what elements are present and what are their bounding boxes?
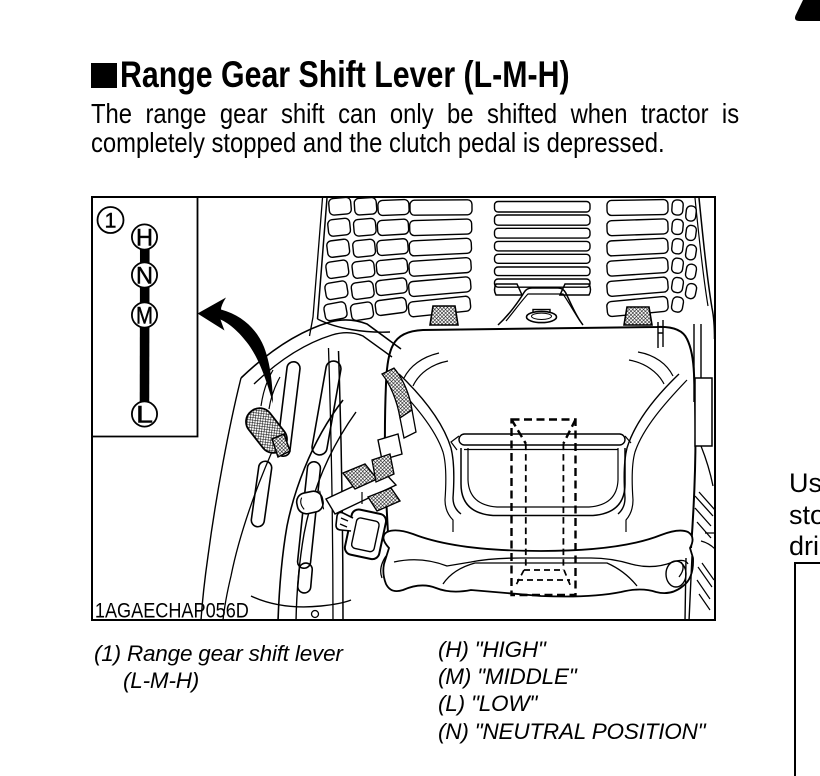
svg-text:M: M: [136, 302, 153, 329]
svg-text:1AGAECHAP056D: 1AGAECHAP056D: [95, 600, 249, 622]
svg-text:L: L: [136, 401, 153, 428]
svg-text:H: H: [136, 224, 153, 251]
svg-text:N: N: [136, 262, 153, 289]
svg-text:1: 1: [105, 209, 117, 233]
